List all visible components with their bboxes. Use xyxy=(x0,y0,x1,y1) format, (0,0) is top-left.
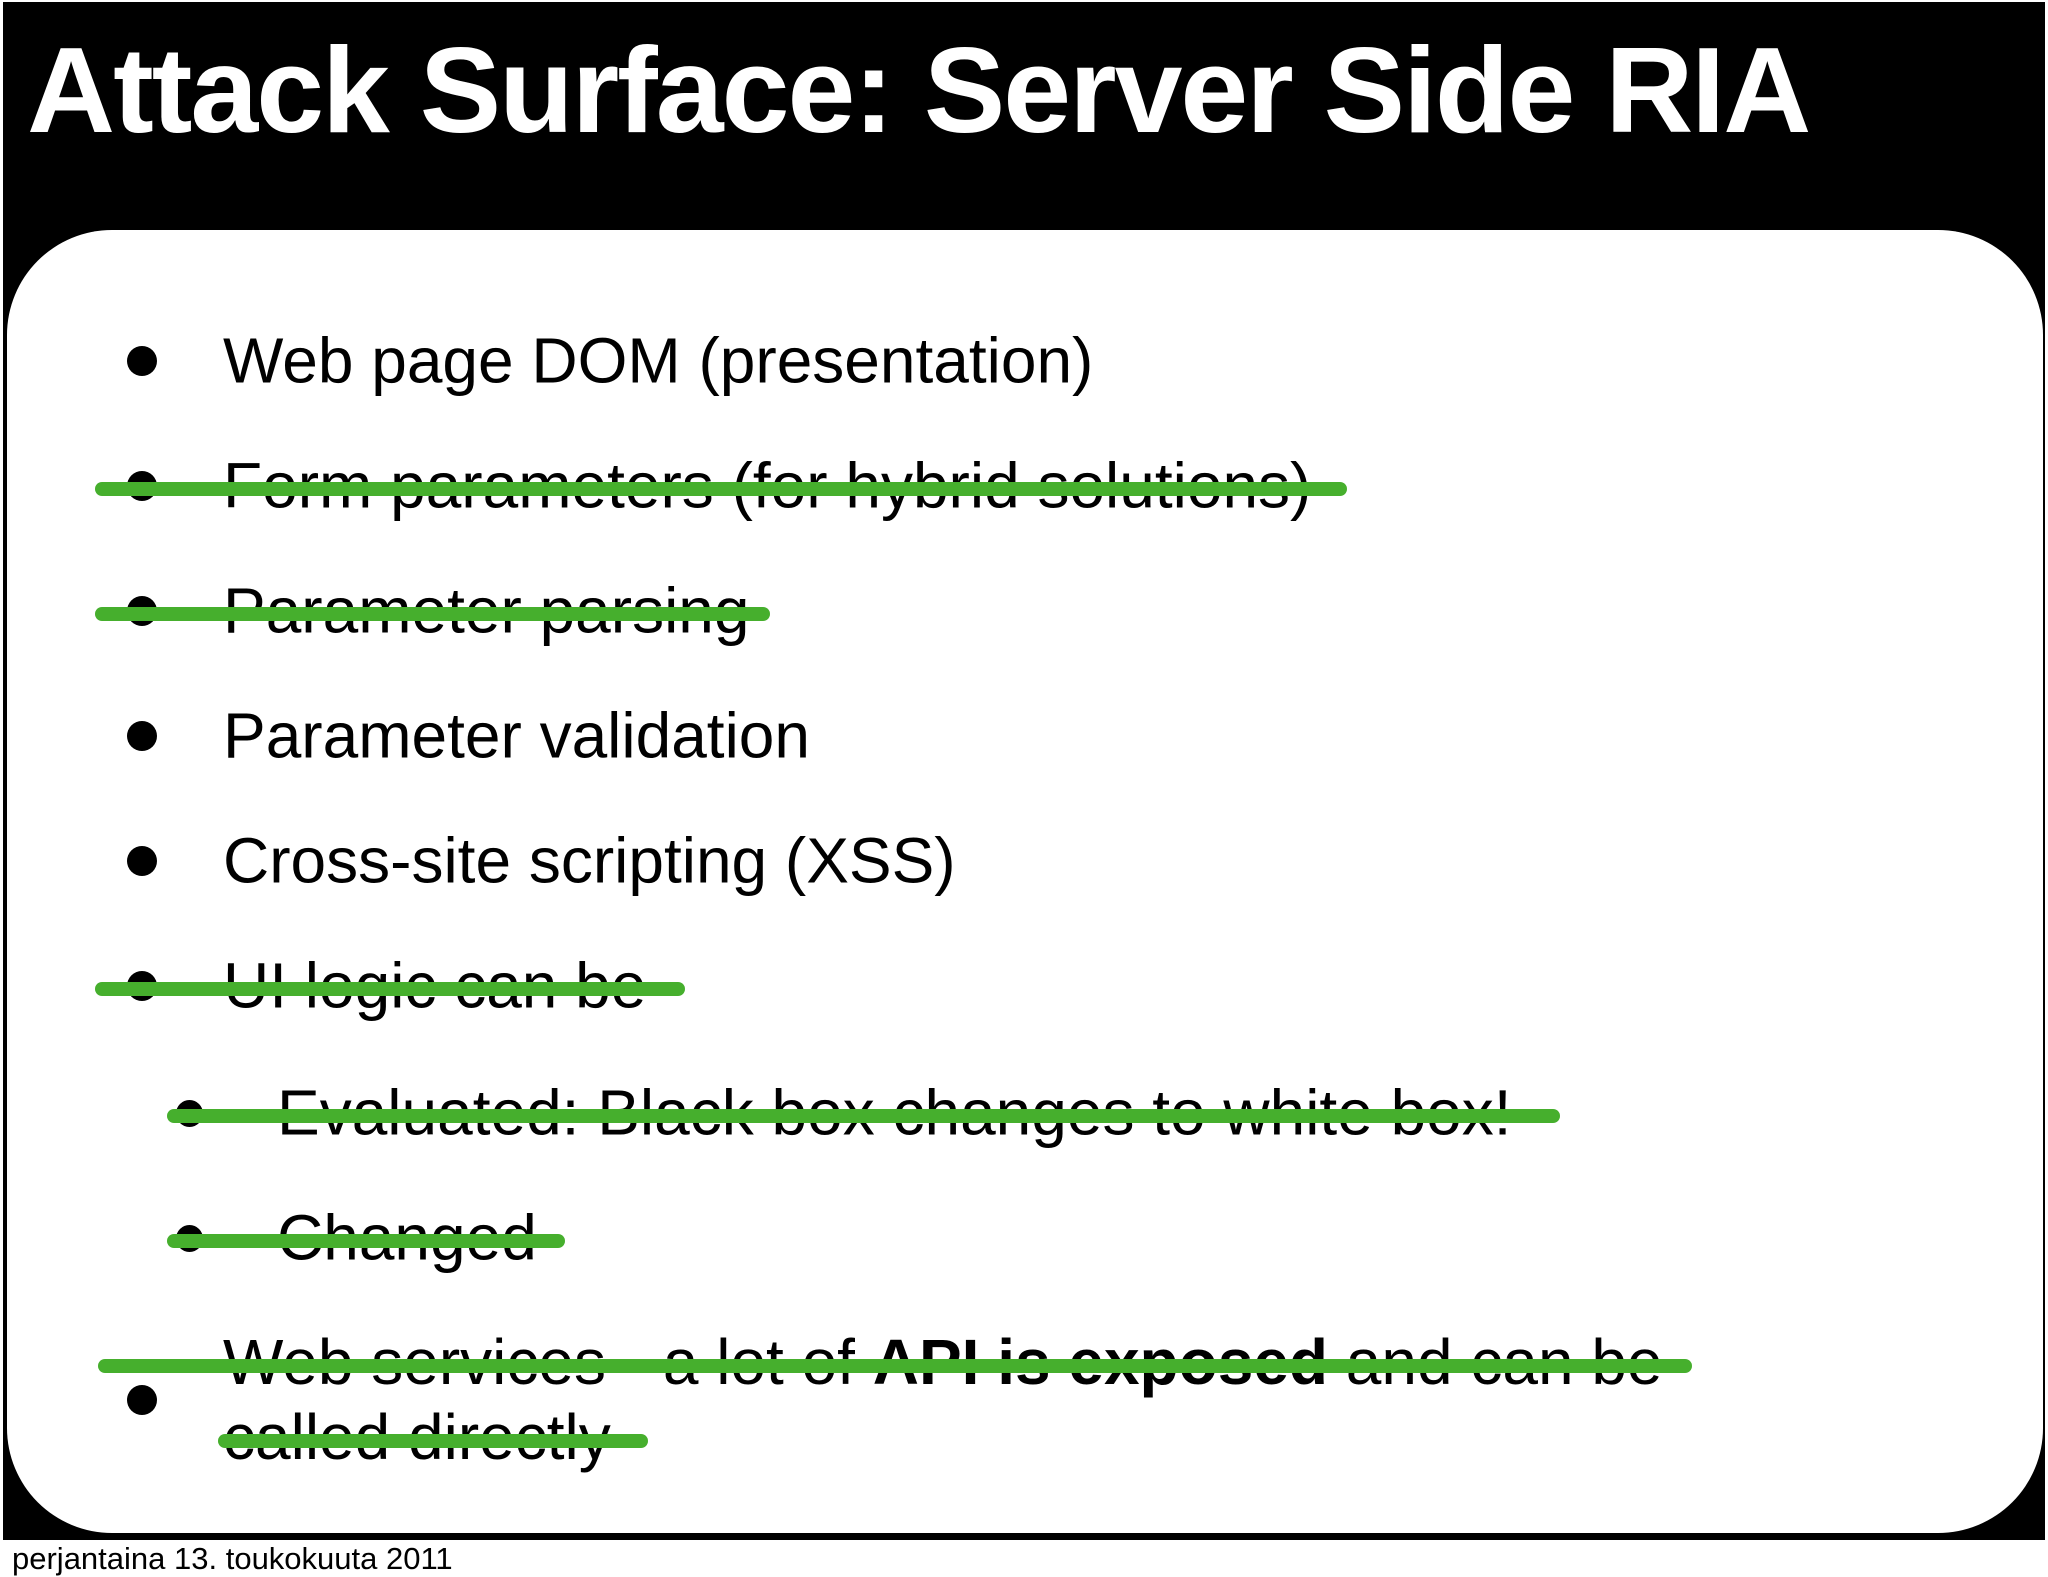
bullet-label: Web page DOM (presentation) xyxy=(223,324,1094,396)
strike-line-form-parameters xyxy=(95,482,1347,496)
bullet-item-parameter-validation: Parameter validation xyxy=(7,698,2043,773)
bullet-item-web-services: Web services - a lot of API is exposed a… xyxy=(7,1325,2043,1475)
bullet-label: Cross-site scripting (XSS) xyxy=(223,824,956,896)
slide-title: Attack Surface: Server Side RIA xyxy=(27,22,1811,158)
content-panel: Web page DOM (presentation) Form paramet… xyxy=(7,230,2043,1533)
bullet-item-xss: Cross-site scripting (XSS) xyxy=(7,823,2043,898)
strike-line-ui-logic xyxy=(95,982,685,996)
bullet-dot-icon xyxy=(127,1385,157,1415)
footer-date: perjantaina 13. toukokuuta 2011 xyxy=(12,1541,453,1576)
strike-line-web-services xyxy=(98,1359,1692,1373)
strike-line-parameter-parsing xyxy=(95,607,770,621)
bullet-dot-icon xyxy=(127,845,157,876)
strike-line-called-directly xyxy=(218,1434,648,1448)
bullet-item-web-page-dom: Web page DOM (presentation) xyxy=(7,323,2043,398)
bullet-label: Parameter validation xyxy=(223,699,810,771)
bullet-dot-icon xyxy=(127,720,157,751)
strike-line-changed xyxy=(167,1234,565,1248)
bullet-dot-icon xyxy=(127,345,157,376)
bullet-label: Web services - a lot of API is exposed a… xyxy=(223,1325,1663,1475)
slide: Attack Surface: Server Side RIA Web page… xyxy=(3,2,2045,1540)
strike-line-evaluated xyxy=(167,1109,1560,1123)
